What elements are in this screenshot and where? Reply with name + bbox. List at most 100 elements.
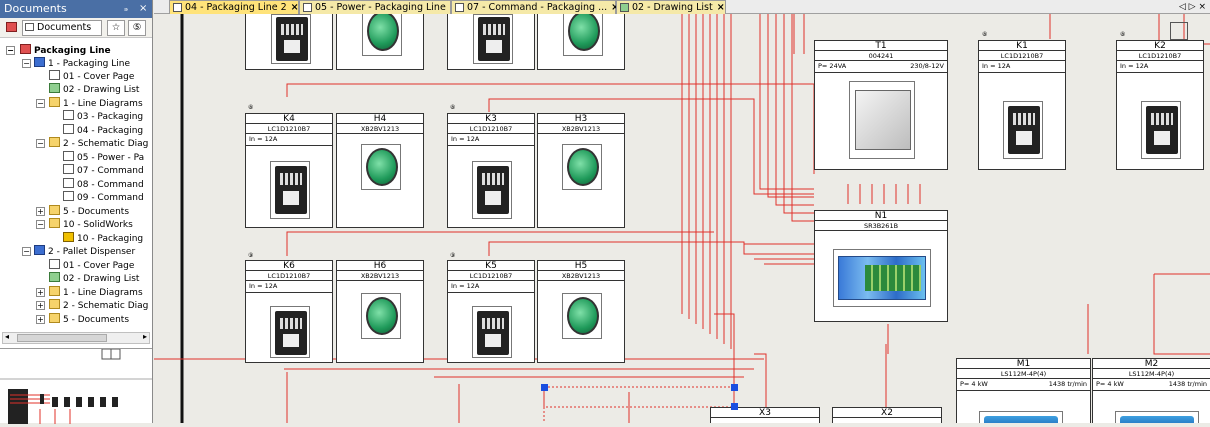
component-m2[interactable]: M2 LS112M-4P(4) P= 4 kW 1438 tr/min — [1092, 358, 1210, 423]
favorites-icon[interactable]: ☆ — [107, 20, 125, 36]
tree-item[interactable]: 01 - Cover Page — [49, 70, 134, 83]
contactor-image — [271, 14, 311, 64]
tree-item[interactable]: −1 - Packaging Line — [22, 57, 130, 69]
component-k3[interactable]: K3 LC1D1210B7 In = 12A — [447, 113, 535, 228]
component-h4[interactable]: H4 XB2BV1213 — [336, 113, 424, 228]
component-reference: LS112M-4P(4) — [1093, 369, 1210, 379]
component-k5[interactable]: K5 LC1D1210B7 In = 12A — [447, 260, 535, 363]
tree-item[interactable]: 07 - Command — [63, 164, 144, 177]
tree-item[interactable]: 10 - Packaging — [63, 232, 143, 245]
component-t1[interactable]: T1 004241 P= 24VA 230/8-12V — [814, 40, 948, 170]
tab-close-icon[interactable]: × — [611, 2, 619, 13]
component-reference: SR3B261B — [815, 221, 947, 231]
scrollbar-thumb[interactable] — [17, 334, 107, 342]
page-icon — [49, 70, 60, 80]
component-top-4[interactable] — [537, 14, 625, 70]
pilot-light-image — [362, 14, 402, 56]
tree-item[interactable]: +5 - Documents — [36, 313, 130, 325]
tree-item[interactable]: 01 - Cover Page — [49, 259, 134, 272]
column-index: ⑧ — [248, 104, 254, 111]
motor-image — [1115, 411, 1199, 423]
component-tag: N1 — [815, 211, 947, 221]
power-supply-image — [849, 81, 915, 159]
tree-item[interactable]: −2 - Pallet Dispenser — [22, 245, 136, 257]
selection-handle[interactable] — [541, 384, 548, 391]
drawing-canvas[interactable]: T1 004241 P= 24VA 230/8-12V ⑧ K1 LC1D121… — [154, 14, 1210, 423]
component-top-3[interactable] — [447, 14, 535, 70]
contactor-image — [270, 161, 310, 219]
horizontal-scrollbar[interactable]: ◂ ▸ — [2, 332, 150, 344]
component-m1[interactable]: M1 LS112M-4P(4) P= 4 kW 1438 tr/min — [956, 358, 1091, 423]
panel-title-bar: Documents ₔ × — [0, 0, 152, 18]
component-h5[interactable]: H5 XB2BV1213 — [537, 260, 625, 363]
tab-07-command[interactable]: 07 - Command - Packaging ...× — [451, 0, 619, 14]
preview-thumbnail — [0, 348, 152, 424]
component-h3[interactable]: H3 XB2BV1213 — [537, 113, 625, 228]
pilot-light-image — [562, 293, 602, 339]
column-index: ⑧ — [982, 31, 988, 38]
component-reference: LC1D1210B7 — [448, 124, 534, 134]
tab-navigation[interactable]: ◁ ▷ × — [1178, 2, 1206, 12]
scroll-left-icon[interactable]: ◂ — [5, 332, 10, 341]
component-tag: M1 — [957, 359, 1090, 369]
component-reference: LS112M-4P(4) — [957, 369, 1090, 379]
page-preview[interactable] — [0, 348, 152, 424]
pin-icon[interactable]: ₔ — [124, 3, 129, 14]
tree-item[interactable]: 09 - Command — [63, 191, 144, 204]
component-top-1[interactable] — [245, 14, 333, 70]
component-tag: X3 — [711, 408, 819, 418]
tree-item[interactable]: 03 - Packaging — [63, 110, 143, 123]
document-icon — [25, 23, 34, 31]
column-index: ⑨ — [248, 252, 254, 259]
tree-item[interactable]: 08 - Command — [63, 178, 144, 191]
schematic-icon — [455, 3, 464, 12]
component-x3[interactable]: X3 — [710, 407, 820, 423]
contactor-image — [472, 306, 512, 358]
tab-02-drawing-list[interactable]: 02 - Drawing List× — [616, 0, 726, 14]
tree-item[interactable]: +2 - Schematic Diag — [36, 299, 149, 311]
component-n1[interactable]: N1 SR3B261B — [814, 210, 948, 322]
tree-item[interactable]: −1 - Line Diagrams — [36, 97, 143, 109]
component-k1[interactable]: K1 LC1D1210B7 In = 12A — [978, 40, 1066, 170]
selection-handle[interactable] — [731, 384, 738, 391]
tab-05-power[interactable]: 05 - Power - Packaging Line× — [299, 0, 458, 14]
close-icon[interactable]: × — [139, 3, 148, 14]
component-k2[interactable]: K2 LC1D1210B7 In = 12A — [1116, 40, 1204, 170]
component-x2[interactable]: X2 — [832, 407, 942, 423]
history-icon[interactable]: ⑤ — [128, 20, 146, 36]
tree-item[interactable]: 02 - Drawing List — [49, 272, 139, 285]
solidworks-icon — [63, 232, 74, 242]
component-speed: 1438 tr/min — [1168, 380, 1207, 388]
component-reference: XB2BV1213 — [337, 271, 423, 281]
tree-item[interactable]: 02 - Drawing List — [49, 83, 139, 96]
tree-item[interactable]: −2 - Schematic Diag — [36, 137, 149, 149]
tree-item[interactable]: +1 - Line Diagrams — [36, 286, 143, 298]
documents-tab[interactable]: Documents — [22, 20, 102, 36]
tree-item[interactable]: −Packaging Line — [6, 44, 111, 56]
component-top-2[interactable] — [336, 14, 424, 70]
tree-item[interactable]: +5 - Documents — [36, 205, 130, 217]
scroll-right-icon[interactable]: ▸ — [142, 332, 147, 341]
pilot-light-image — [562, 144, 602, 190]
page-icon — [63, 110, 74, 120]
tab-close-icon[interactable]: × — [716, 2, 725, 13]
page-icon — [63, 191, 74, 201]
tree-item[interactable]: 05 - Power - Pa — [63, 151, 144, 164]
document-tree: −Packaging Line −1 - Packaging Line 01 -… — [0, 40, 152, 330]
list-icon — [620, 3, 629, 12]
tree-item[interactable]: −10 - SolidWorks — [36, 218, 133, 230]
component-rating: P= 4 kW — [1096, 380, 1124, 388]
contactor-image — [472, 161, 512, 219]
tab-close-icon[interactable]: × — [290, 2, 299, 13]
component-k6[interactable]: K6 LC1D1210B7 In = 12A — [245, 260, 333, 363]
tab-04-packaging-line-2[interactable]: 04 - Packaging Line 2× — [169, 0, 299, 14]
component-h6[interactable]: H6 XB2BV1213 — [336, 260, 424, 363]
component-reference: LC1D1210B7 — [1117, 51, 1203, 61]
project-icon — [20, 44, 31, 54]
page-icon — [63, 151, 74, 161]
component-k4[interactable]: K4 LC1D1210B7 In = 12A — [245, 113, 333, 228]
tree-item[interactable]: 04 - Packaging — [63, 124, 143, 137]
selection-handle[interactable] — [731, 403, 738, 410]
pilot-light-image — [563, 14, 603, 56]
component-rating: In = 12A — [249, 135, 278, 143]
